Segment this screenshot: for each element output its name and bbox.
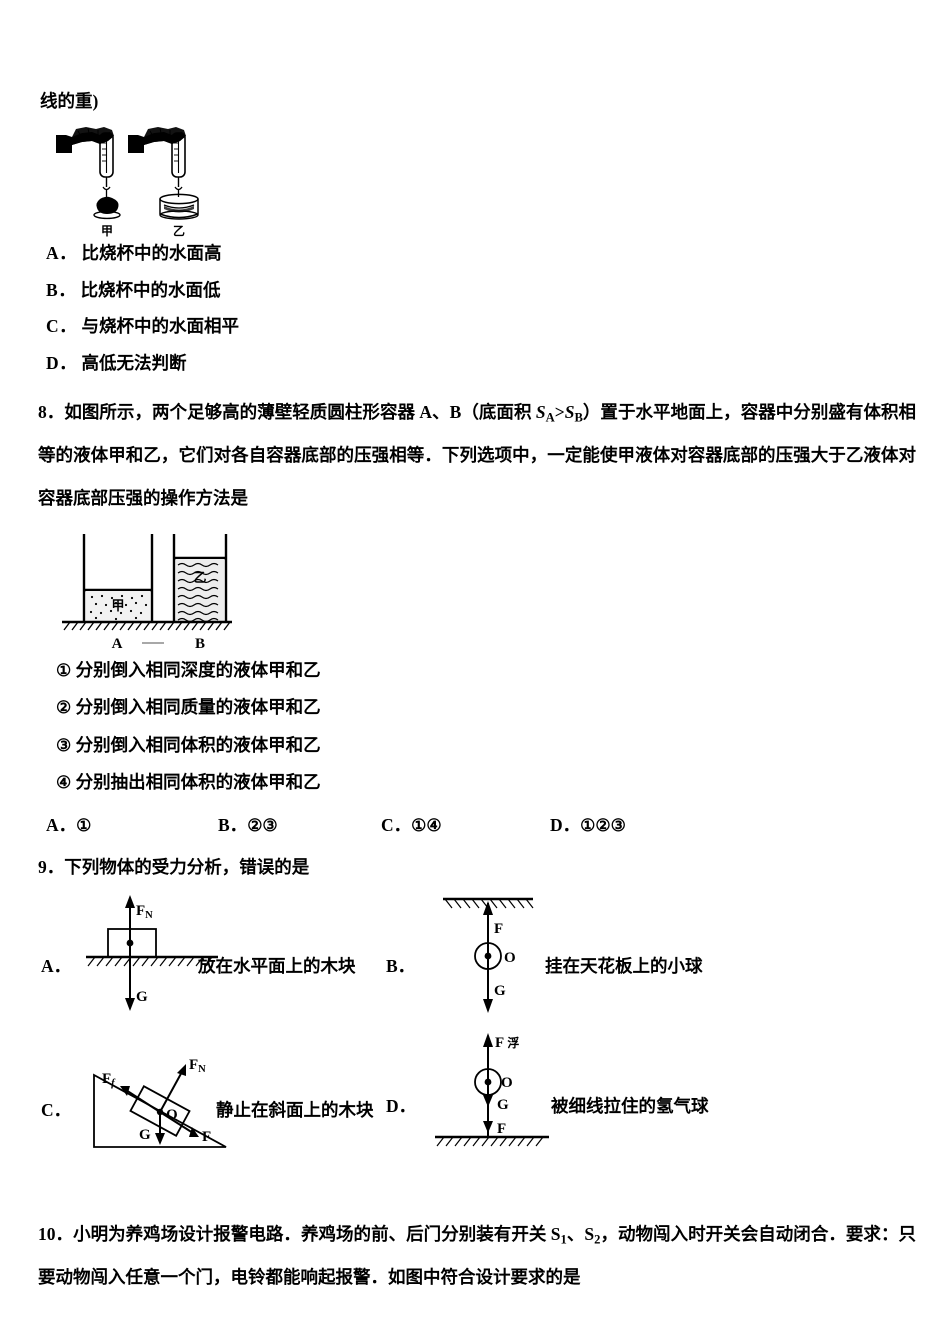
point-label-O: O bbox=[166, 1107, 178, 1123]
question9-option-D[interactable]: D． bbox=[383, 1025, 783, 1165]
block-at-rest-on-incline-diagram: FN Ff F G O bbox=[93, 1057, 227, 1148]
choice-C[interactable]: C．①④ bbox=[381, 814, 442, 835]
question9-number: 9． bbox=[38, 856, 65, 877]
option-text: 高低无法判断 bbox=[81, 352, 187, 373]
question8-stem-part2: ）置于水平地面上，容器中分别盛有体积相等的液体甲和乙，它们对各自容器底部的压强相… bbox=[38, 402, 917, 508]
point-label-O: O bbox=[504, 950, 516, 966]
choice-A[interactable]: A．① bbox=[46, 814, 92, 835]
liquid-label-jia: 甲 bbox=[111, 598, 124, 613]
question10-stem-part1: 小明为养鸡场设计报警电路．养鸡场的前、后门分别装有开关 S bbox=[73, 1223, 561, 1244]
greater-than-sign: > bbox=[554, 402, 565, 422]
container-B: 乙 bbox=[172, 533, 228, 622]
option-label: D bbox=[46, 352, 60, 373]
option-label: A bbox=[46, 243, 60, 263]
question8-choices-row: A．① B．②③ C．①④ D．①②③ bbox=[38, 812, 916, 838]
question8-stem-part1: 如图所示，两个足够高的薄壁轻质圆柱形容器 A、B（底面积 bbox=[64, 402, 536, 422]
hydrogen-balloon-diagram: F 浮 G F O bbox=[435, 1032, 549, 1146]
question9-option-A[interactable]: A． bbox=[38, 893, 398, 1013]
numbered-option-row[interactable]: ① 分别倒入相同深度的液体甲和乙 bbox=[38, 659, 916, 680]
question10-stem-mid: 、S bbox=[566, 1223, 595, 1244]
question8-numbered-options: ① 分别倒入相同深度的液体甲和乙 ② 分别倒入相同质量的液体甲和乙 ③ 分别倒入… bbox=[38, 659, 916, 793]
symbol-S-B: S bbox=[564, 402, 575, 422]
option-text: 比烧杯中的水面高 bbox=[81, 243, 222, 263]
container-A: 甲 bbox=[82, 533, 154, 622]
option-mark: ② bbox=[56, 698, 72, 718]
numbered-option-row[interactable]: ② 分别倒入相同质量的液体甲和乙 bbox=[38, 697, 916, 718]
option-label: A． bbox=[41, 955, 72, 976]
subscript-A: A bbox=[545, 410, 555, 425]
force-label-F: F bbox=[202, 1129, 211, 1145]
force-label-G: G bbox=[139, 1127, 151, 1143]
page-content: 线的重) bbox=[38, 88, 916, 1298]
option-text: 比烧杯中的水面低 bbox=[80, 279, 221, 300]
option-label: B bbox=[46, 279, 59, 300]
container-label-B: B bbox=[195, 636, 205, 652]
option-label: C． bbox=[41, 1099, 72, 1120]
choice-D[interactable]: D．①②③ bbox=[550, 814, 626, 835]
force-label-FN: FN bbox=[189, 1057, 206, 1075]
question9-option-B[interactable]: B． bbox=[383, 885, 783, 1025]
option-text: 分别抽出相同体积的液体甲和乙 bbox=[75, 772, 321, 793]
question9-options-grid: A． bbox=[38, 885, 916, 1195]
force-label-F: F bbox=[497, 1121, 506, 1137]
option-text: 与烧杯中的水面相平 bbox=[81, 316, 240, 336]
question8-stem: 8．如图所示，两个足够高的薄壁轻质圆柱形容器 A、B（底面积 SA>SB）置于水… bbox=[38, 391, 916, 520]
option-row[interactable]: D． 高低无法判断 bbox=[46, 352, 187, 373]
liquid-label-yi: 乙 bbox=[193, 570, 206, 585]
choice-B[interactable]: B．②③ bbox=[218, 814, 278, 835]
cylinder-containers-figure: 甲 bbox=[56, 530, 276, 652]
question10-stem: 10．小明为养鸡场设计报警电路．养鸡场的前、后门分别装有开关 S1、S2，动物闯… bbox=[38, 1213, 916, 1299]
force-label-F-buoyant: F 浮 bbox=[495, 1035, 519, 1051]
spring-figure-left-label: 甲 bbox=[101, 224, 113, 238]
option-text: 分别倒入相同深度的液体甲和乙 bbox=[75, 659, 321, 680]
option-mark: ④ bbox=[56, 773, 72, 793]
question9-stem-text: 下列物体的受力分析，错误的是 bbox=[64, 856, 310, 877]
spring-scale-comparison-figure: 甲 bbox=[52, 119, 232, 238]
option-label: D． bbox=[386, 1095, 417, 1116]
question9-option-C[interactable]: C． bbox=[38, 1035, 398, 1165]
option-row[interactable]: C． 与烧杯中的水面相平 bbox=[46, 316, 240, 336]
force-label-G: G bbox=[497, 1097, 509, 1113]
ball-hanging-from-ceiling-diagram: F G O bbox=[443, 897, 534, 1013]
option-caption: 放在水平面上的木块 bbox=[198, 955, 356, 976]
subscript-2: 2 bbox=[594, 1232, 601, 1247]
question9-stem: 9．下列物体的受力分析，错误的是 bbox=[38, 854, 916, 879]
numbered-option-row[interactable]: ③ 分别倒入相同体积的液体甲和乙 bbox=[38, 734, 916, 755]
option-caption: 静止在斜面上的木块 bbox=[216, 1099, 374, 1120]
block-on-horizontal-surface-diagram: FN G bbox=[86, 894, 218, 1011]
option-mark: ③ bbox=[56, 735, 72, 755]
question8-number: 8． bbox=[38, 402, 65, 422]
force-label-G: G bbox=[494, 983, 506, 999]
option-caption: 被细线拉住的氢气球 bbox=[551, 1095, 709, 1116]
option-label: B． bbox=[386, 955, 416, 976]
option-text: 分别倒入相同质量的液体甲和乙 bbox=[75, 697, 321, 718]
option-caption: 挂在天花板上的小球 bbox=[545, 955, 703, 976]
force-label-F: F bbox=[494, 921, 503, 937]
point-label-O: O bbox=[501, 1075, 513, 1091]
force-label-G: G bbox=[136, 989, 148, 1005]
question7-options: A． 比烧杯中的水面高 B． 比烧杯中的水面低 C． 与烧杯中的水面相平 D． … bbox=[38, 243, 916, 373]
symbol-S-A: S bbox=[535, 402, 546, 422]
option-text: 分别倒入相同体积的液体甲和乙 bbox=[75, 734, 321, 755]
question10-stem-part2: ，动物闯入时开关会自动闭合．要求：只要动物闯入任意一个门，电铃都能响起报警．如图… bbox=[38, 1223, 916, 1287]
container-label-A: A bbox=[112, 636, 123, 652]
option-row[interactable]: B． 比烧杯中的水面低 bbox=[46, 279, 221, 300]
top-text-fragment: 线的重) bbox=[40, 91, 99, 111]
subscript-1: 1 bbox=[560, 1232, 567, 1247]
force-label-Ff: Ff bbox=[102, 1071, 116, 1089]
question10-number: 10． bbox=[38, 1223, 74, 1244]
option-row[interactable]: A． 比烧杯中的水面高 bbox=[46, 243, 222, 263]
spring-figure-right-label: 乙 bbox=[173, 224, 185, 238]
force-label-FN: FN bbox=[136, 903, 153, 921]
option-mark: ① bbox=[56, 660, 72, 680]
subscript-B: B bbox=[574, 410, 583, 425]
numbered-option-row[interactable]: ④ 分别抽出相同体积的液体甲和乙 bbox=[38, 772, 916, 793]
option-label: C bbox=[46, 316, 60, 336]
